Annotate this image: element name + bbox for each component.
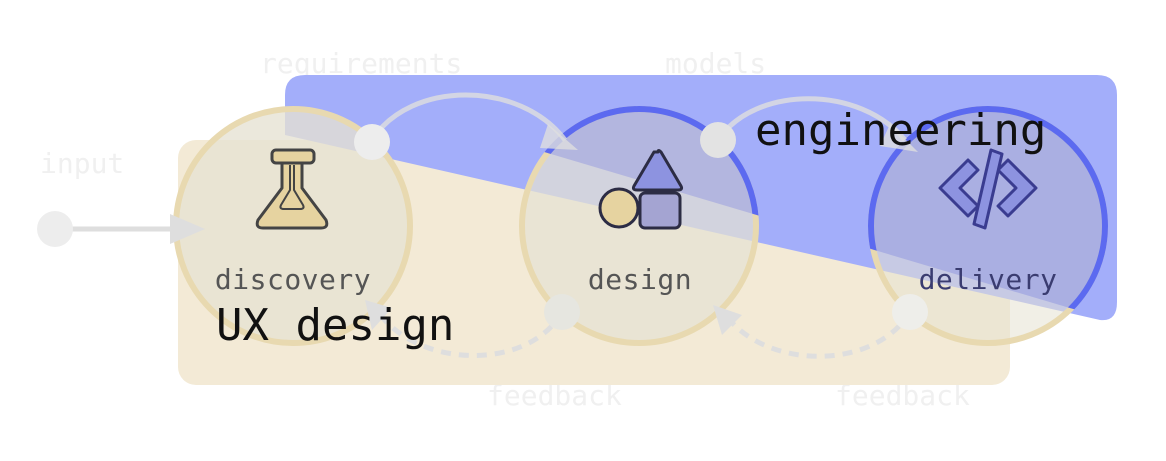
feedback-connector-1 [365,294,580,358]
stage-label-discovery: discovery [215,263,371,296]
stage-design[interactable] [519,106,759,346]
flask-icon [255,148,329,230]
engineering-region-label: engineering [755,105,1046,156]
requirements-connector [354,92,578,160]
models-flow-label: models [665,47,766,80]
shapes-icon [598,149,684,230]
ux-design-region-label: UX design [216,300,454,351]
code-icon [938,148,1038,230]
models-connector [700,96,918,158]
stage-label-design: design [588,263,692,296]
stage-label-delivery: delivery [919,263,1058,296]
requirements-flow-label: requirements [260,47,462,80]
stage-delivery[interactable] [868,106,1108,346]
input-connector [37,211,205,247]
input-flow-label: input [40,147,124,180]
feedback-connector-2 [713,294,928,359]
